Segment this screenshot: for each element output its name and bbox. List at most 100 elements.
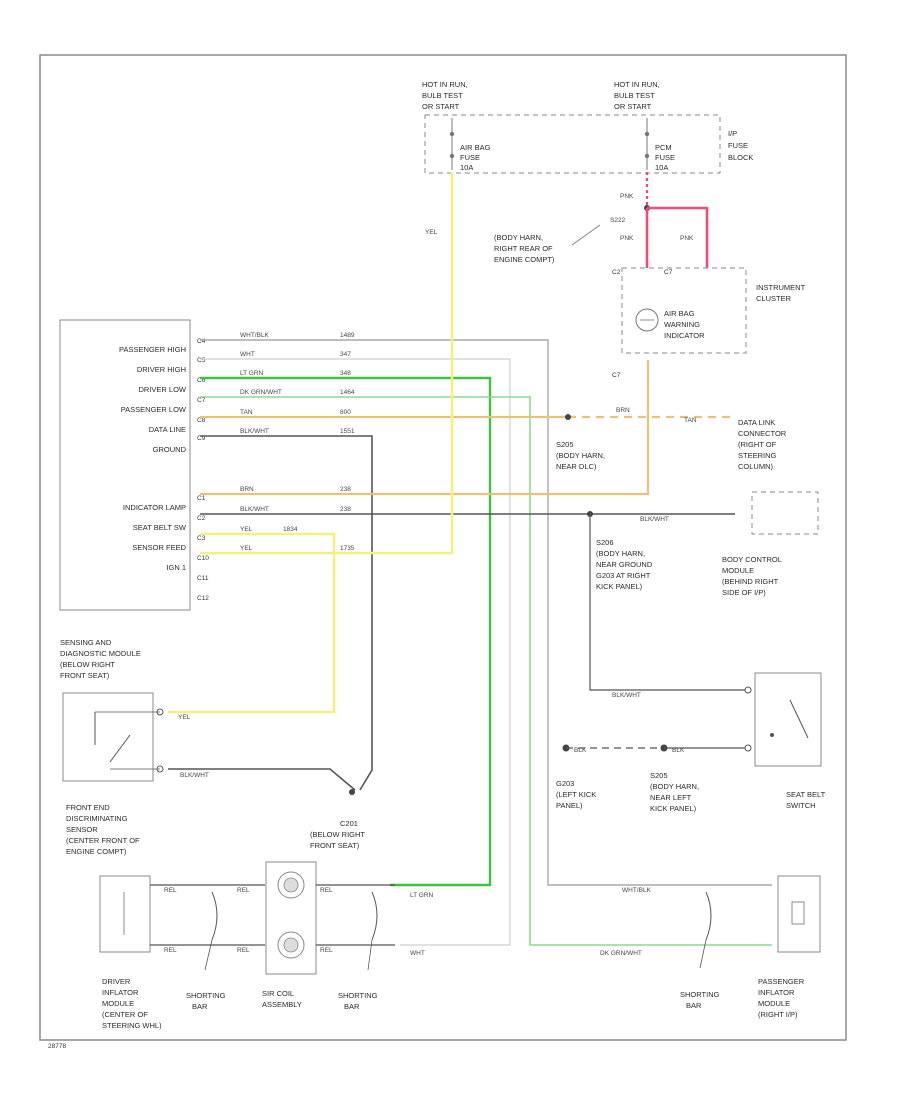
- front-sensor-label-2: DISCRIMINATING: [66, 814, 128, 823]
- lbl-w2: WHT: [240, 351, 255, 358]
- sdm-pin-ign1: IGN 1: [166, 563, 186, 572]
- fuse-right-2: FUSE: [655, 153, 675, 162]
- driver-inflator-label-5: STEERING WHL): [102, 1021, 162, 1030]
- pin-c9: C9: [197, 435, 206, 442]
- dlc-label-4: STEERING: [738, 451, 777, 460]
- sdm-pin-ground: GROUND: [153, 445, 187, 454]
- s205-desc-1: (BODY HARN,: [556, 451, 605, 460]
- pass-inflator-label-1: PASSENGER: [758, 977, 805, 986]
- g203-desc-1: (LEFT KICK: [556, 790, 596, 799]
- pin-c7: C7: [197, 397, 206, 404]
- shorting-pass-label-1: SHORTING: [680, 990, 720, 999]
- lbl-brn: BRN: [616, 407, 630, 414]
- lbl-pass-low-bottom: DK GRN/WHT: [600, 950, 642, 957]
- wire-pink-right: [647, 206, 709, 268]
- sdm-pin-driver-high: DRIVER HIGH: [137, 365, 186, 374]
- lbl-w7n: 238: [340, 486, 351, 493]
- shorting-left-label-1: SHORTING: [186, 991, 226, 1000]
- seat-belt-pin-a: [744, 686, 752, 694]
- rel-4: REL: [237, 947, 250, 954]
- pin-c10: C10: [197, 555, 209, 562]
- lbl-w6: BLK/WHT: [240, 428, 269, 435]
- lbl-w4: DK GRN/WHT: [240, 389, 282, 396]
- shorting-bar-left-leader: [204, 939, 213, 971]
- lbl-w9n: 1834: [283, 526, 298, 533]
- front-sensor-label-5: ENGINE COMPT): [66, 847, 127, 856]
- cluster-pin-label: C7: [664, 269, 673, 276]
- lbl-pass-high-bottom: WHT/BLK: [622, 887, 652, 894]
- warning-label-1: AIR BAG: [664, 309, 695, 318]
- s206-desc-3: G203 AT RIGHT: [596, 571, 651, 580]
- s205b-label: S205: [650, 771, 668, 780]
- g203-desc-2: PANEL): [556, 801, 583, 810]
- pass-inflator-label-4: (RIGHT I/P): [758, 1010, 798, 1019]
- fuse-block: [424, 114, 721, 174]
- shorting-right-label-1: SHORTING: [338, 991, 378, 1000]
- hot-right-1: HOT IN RUN,: [614, 80, 660, 89]
- s206-desc-2: NEAR GROUND: [596, 560, 653, 569]
- lbl-w10n: 1735: [340, 545, 355, 552]
- sdm-label-1: SENSING AND: [60, 638, 112, 647]
- fuse-left-dot2: [449, 153, 455, 159]
- rel-6: REL: [320, 947, 333, 954]
- lbl-yel-sensor: YEL: [178, 714, 191, 721]
- lbl-blkwht-sensor: BLK/WHT: [180, 772, 209, 779]
- pass-inflator-element: [791, 901, 805, 925]
- fuse-block-label-3: BLOCK: [728, 153, 753, 162]
- seat-belt-switch-box: [754, 672, 822, 767]
- warning-label-2: WARNING: [664, 320, 700, 329]
- fuse-right-dot1: [644, 131, 650, 137]
- pin-c4: C4: [197, 338, 206, 345]
- cluster-conn-c7: C7: [612, 372, 621, 379]
- s206-desc-1: (BODY HARN,: [596, 549, 645, 558]
- connector-c201-dot: [349, 789, 355, 795]
- shorting-bar-pass-icon: [705, 891, 712, 941]
- driver-inflator-label-1: DRIVER: [102, 977, 131, 986]
- cluster-pin-c2: C2: [612, 269, 621, 276]
- lbl-w3n: 348: [340, 370, 351, 377]
- lbl-w1n: 1489: [340, 332, 355, 339]
- lbl-tan: TAN: [684, 417, 697, 424]
- rel-5: REL: [320, 887, 333, 894]
- s222-desc-1: (BODY HARN,: [494, 233, 543, 242]
- sdm-pin-seat-belt: SEAT BELT SW: [133, 523, 187, 532]
- front-sensor-label-4: (CENTER FRONT OF: [66, 836, 140, 845]
- lbl-driver-high-bottom: WHT: [410, 950, 425, 957]
- lbl-w7: BRN: [240, 486, 254, 493]
- dlc-label-2: CONNECTOR: [738, 429, 787, 438]
- warning-label-3: INDICATOR: [664, 331, 705, 340]
- g203-label: G203: [556, 779, 574, 788]
- s205-desc-2: NEAR DLC): [556, 462, 597, 471]
- lbl-blk1: BLK: [574, 747, 587, 754]
- s206-desc-4: KICK PANEL): [596, 582, 643, 591]
- sir-coil-upper-core: [283, 877, 299, 893]
- fuse-left-1: AIR BAG: [460, 143, 491, 152]
- fuse-right-1: PCM: [655, 143, 672, 152]
- s205-label: S205: [556, 440, 574, 449]
- figure-id: 28778: [48, 1043, 66, 1050]
- driver-inflator-label-4: (CENTER OF: [102, 1010, 148, 1019]
- wire-passenger-low: [200, 396, 772, 946]
- lbl-w3: LT GRN: [240, 370, 264, 377]
- bcm-box: [751, 491, 819, 535]
- sir-coil-label-1: SIR COIL: [262, 989, 294, 998]
- cluster-label-1: INSTRUMENT: [756, 283, 806, 292]
- bcm-label-4: SIDE OF I/P): [722, 588, 766, 597]
- s206-label: S206: [596, 538, 614, 547]
- lbl-pnk2: PNK: [620, 235, 634, 242]
- lbl-blk2: BLK: [672, 747, 685, 754]
- driver-inflator-label-3: MODULE: [102, 999, 134, 1008]
- front-sensor-label-1: FRONT END: [66, 803, 110, 812]
- leader-s222: [571, 224, 601, 246]
- splice-s205-dot: [565, 414, 571, 420]
- pin-c11: C11: [197, 575, 209, 582]
- seat-belt-pin-b: [744, 744, 752, 752]
- lbl-w5: TAN: [240, 409, 253, 416]
- pin-c6: C6: [197, 377, 206, 384]
- wire-driver-high: [200, 358, 511, 946]
- hot-right-3: OR START: [614, 102, 652, 111]
- hot-right-2: BULB TEST: [614, 91, 655, 100]
- sdm-pin-data-line: DATA LINE: [149, 425, 186, 434]
- lbl-w10: YEL: [240, 545, 253, 552]
